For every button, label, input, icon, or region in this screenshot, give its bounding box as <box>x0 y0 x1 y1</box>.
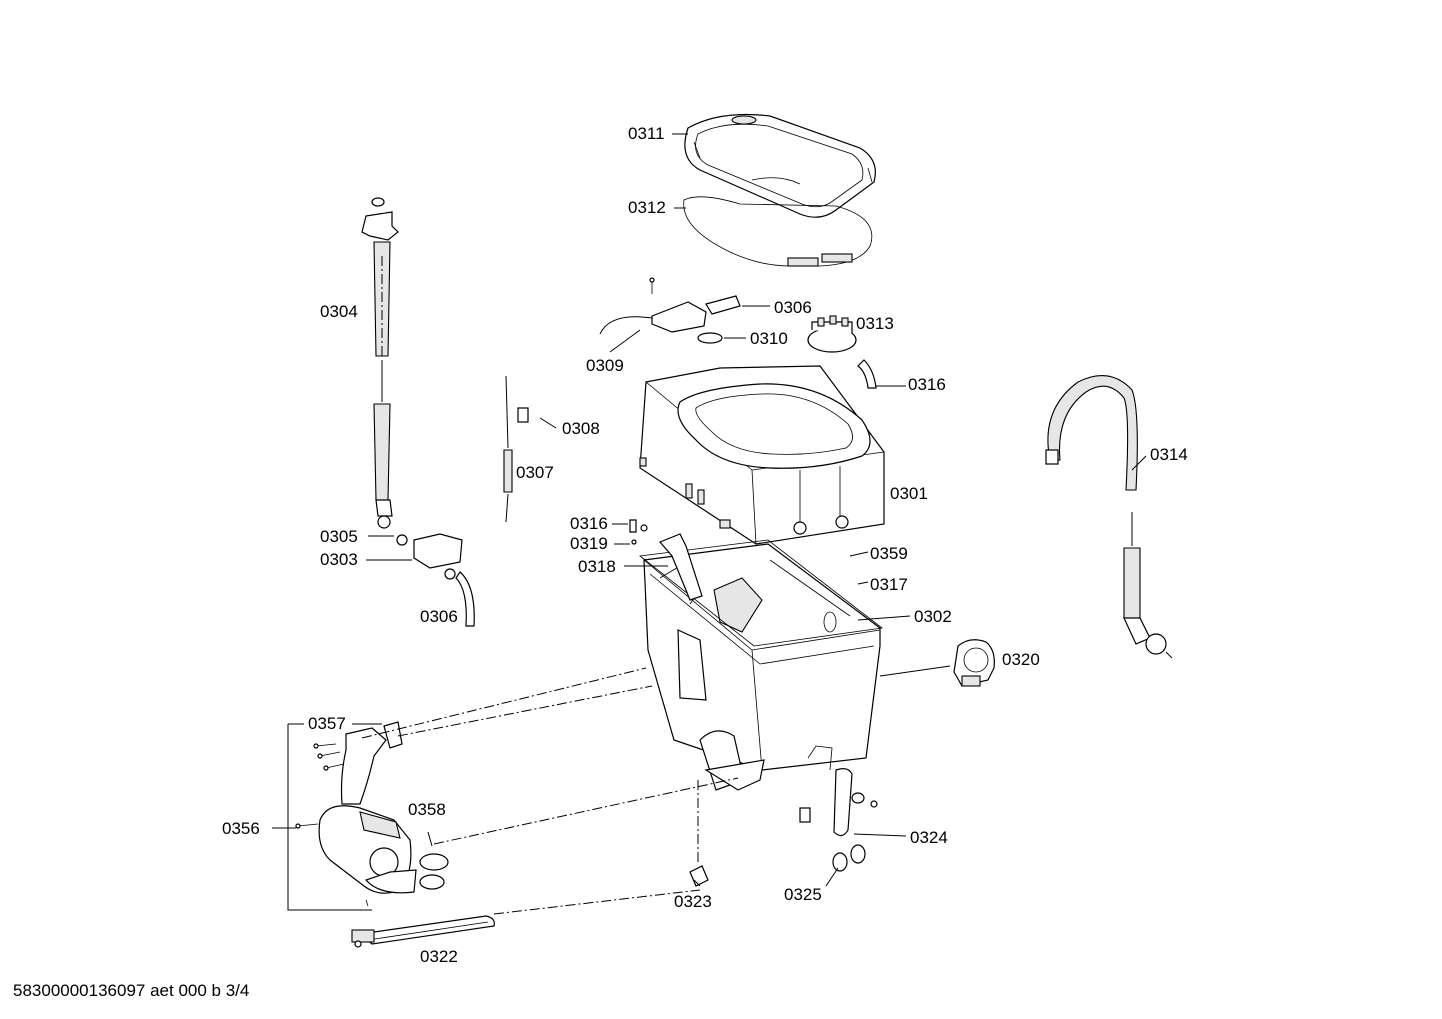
seal-ring <box>683 196 873 267</box>
sensor-assembly <box>599 277 741 344</box>
label-0311: 0311 <box>628 124 665 143</box>
label-0324: 0324 <box>910 828 948 847</box>
label-0306-top: 0306 <box>774 298 812 317</box>
label-0306-left: 0306 <box>420 607 458 626</box>
document-code: 58300000136097 aet 000 b 3/4 <box>13 981 250 1000</box>
label-0301: 0301 <box>890 484 928 503</box>
label-0305: 0305 <box>320 527 358 546</box>
label-0307: 0307 <box>516 463 554 482</box>
label-0358: 0358 <box>408 800 446 819</box>
rod-spring <box>503 375 529 523</box>
label-0318: 0318 <box>578 557 616 576</box>
label-0312: 0312 <box>628 198 666 217</box>
label-0314: 0314 <box>1150 445 1188 464</box>
pressure-switch <box>807 315 877 389</box>
label-0309: 0309 <box>586 356 624 375</box>
label-0320: 0320 <box>1002 650 1040 669</box>
label-0303: 0303 <box>320 550 358 569</box>
label-0323: 0323 <box>674 892 712 911</box>
projection-lines <box>361 256 739 915</box>
bottom-fixings <box>689 768 878 887</box>
label-0357: 0357 <box>308 714 346 733</box>
detergent-dispenser-housing <box>639 365 885 545</box>
drain-hose <box>1045 375 1173 659</box>
door-seal-frame <box>684 113 876 218</box>
label-0322: 0322 <box>420 947 458 966</box>
heating-element <box>351 915 495 948</box>
label-0319: 0319 <box>570 534 608 553</box>
label-0356: 0356 <box>222 819 260 838</box>
lower-tub <box>643 543 881 791</box>
label-0308: 0308 <box>562 419 600 438</box>
inlet-hose <box>361 197 475 627</box>
label-0317: 0317 <box>870 575 908 594</box>
tub-gasket <box>639 539 883 647</box>
label-0316-right: 0316 <box>908 375 946 394</box>
label-0316-mid: 0316 <box>570 514 608 533</box>
circulation-pump-assembly <box>295 721 449 907</box>
small-fittings <box>629 519 703 601</box>
label-0325: 0325 <box>784 885 822 904</box>
label-0359: 0359 <box>870 544 908 563</box>
label-0304: 0304 <box>320 302 358 321</box>
label-0310: 0310 <box>750 329 788 348</box>
leader-lines <box>272 133 1147 911</box>
label-0313: 0313 <box>856 314 894 333</box>
drain-pump <box>953 639 995 687</box>
label-0302: 0302 <box>914 607 952 626</box>
